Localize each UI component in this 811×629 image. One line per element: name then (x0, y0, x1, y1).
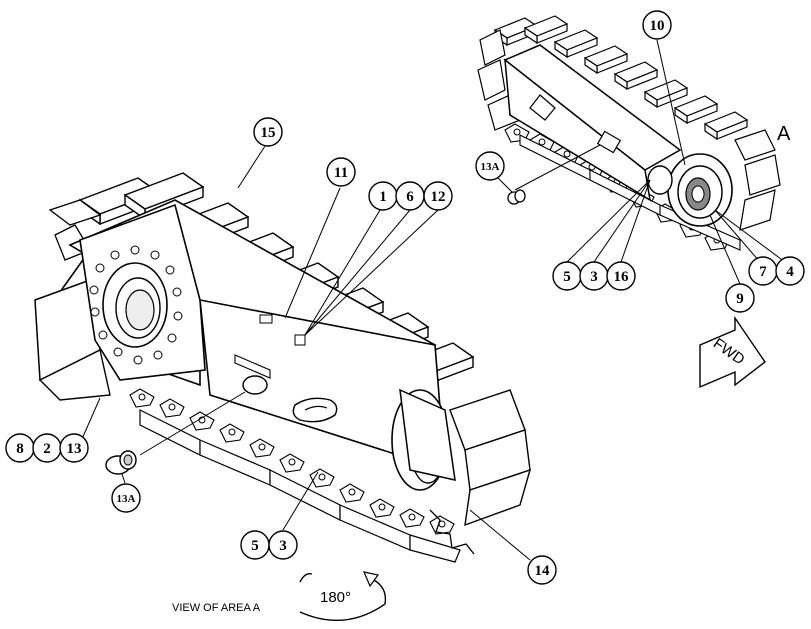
callout-8: 8 (5, 433, 35, 463)
callout-16: 16 (606, 261, 636, 291)
callout-5-inset-label: 5 (563, 269, 571, 285)
callout-14-label: 14 (535, 563, 551, 579)
callout-5-inset: 5 (552, 261, 582, 291)
main-leader-lines (77, 145, 531, 561)
callout-2: 2 (32, 433, 62, 463)
callout-13: 13 (59, 433, 89, 463)
callout-3-main-label: 3 (279, 538, 287, 554)
area-a-label: A (777, 123, 791, 145)
callout-7: 7 (748, 256, 778, 286)
fwd-arrow: FWD (699, 315, 766, 389)
callout-10-label: 10 (650, 18, 665, 34)
callout-9: 9 (725, 283, 755, 313)
callout-12-label: 12 (431, 189, 446, 205)
callout-16-label: 16 (614, 269, 630, 285)
callout-11-label: 11 (334, 165, 348, 181)
callout-13a-inset: 13A (475, 151, 505, 181)
callout-5-main: 5 (240, 530, 270, 560)
callout-7-label: 7 (759, 264, 767, 280)
callout-6: 6 (395, 181, 425, 211)
callout-13a-inset-label: 13A (481, 161, 500, 173)
callout-10: 10 (642, 10, 672, 40)
callout-13-label: 13 (67, 441, 82, 457)
callout-8-label: 8 (16, 441, 24, 457)
view-caption: VIEW OF AREA A (172, 602, 261, 614)
main-track-assembly (34, 172, 532, 563)
callout-14: 14 (527, 555, 557, 585)
inset-leader-lines (497, 39, 786, 285)
callout-3-inset-label: 3 (590, 269, 598, 285)
callout-12: 12 (423, 181, 453, 211)
callout-2-label: 2 (43, 441, 51, 457)
callout-3-main: 3 (268, 530, 298, 560)
callout-13a-main-label: 13A (117, 493, 136, 505)
callout-13a-main: 13A (111, 483, 141, 513)
rotation-arrow (299, 571, 387, 622)
rotation-label: 180° (320, 589, 351, 606)
callout-15: 15 (253, 117, 283, 147)
callout-1-label: 1 (379, 189, 387, 205)
callout-11: 11 (326, 157, 356, 187)
callout-15-label: 15 (261, 125, 276, 141)
callout-1: 1 (368, 181, 398, 211)
callout-5-main-label: 5 (251, 538, 259, 554)
callout-3-inset: 3 (579, 261, 609, 291)
inset-track-assembly (477, 15, 781, 251)
callout-4: 4 (775, 256, 805, 286)
callout-4-label: 4 (786, 264, 794, 280)
callout-9-label: 9 (736, 291, 744, 307)
callout-6-label: 6 (406, 189, 414, 205)
